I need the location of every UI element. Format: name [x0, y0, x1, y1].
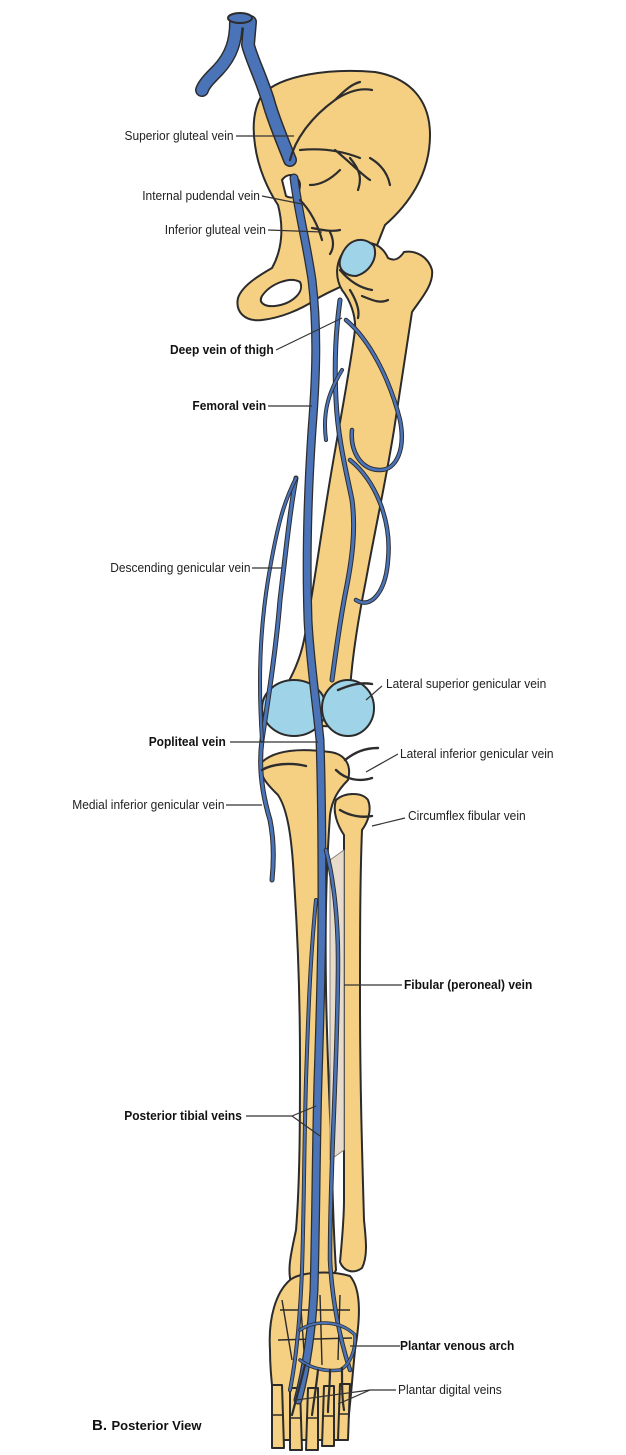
label-lateral-superior-genicular-vein: Lateral superior genicular vein — [386, 676, 546, 692]
label-lateral-inferior-genicular-vein: Lateral inferior genicular vein — [400, 746, 554, 762]
label-fibular-peroneal-vein: Fibular (peroneal) vein — [404, 977, 532, 993]
caption-letter: B. — [92, 1417, 107, 1434]
label-inferior-gluteal-vein: Inferior gluteal vein — [165, 222, 266, 238]
label-posterior-tibial-veins: Posterior tibial veins — [124, 1108, 242, 1124]
label-femoral-vein: Femoral vein — [192, 398, 266, 414]
label-circumflex-fibular-vein: Circumflex fibular vein — [408, 808, 526, 824]
label-internal-pudendal-vein: Internal pudendal vein — [142, 188, 260, 204]
label-plantar-venous-arch: Plantar venous arch — [400, 1338, 514, 1354]
label-descending-genicular-vein: Descending genicular vein — [110, 560, 250, 576]
toe-1 — [272, 1385, 284, 1448]
label-deep-vein-of-thigh: Deep vein of thigh — [170, 342, 274, 358]
label-popliteal-vein: Popliteal vein — [149, 734, 226, 750]
label-plantar-digital-veins: Plantar digital veins — [398, 1382, 502, 1398]
label-superior-gluteal-vein: Superior gluteal vein — [125, 128, 234, 144]
figure-caption: B. Posterior View — [92, 1417, 202, 1435]
label-medial-inferior-genicular-vein: Medial inferior genicular vein — [72, 797, 224, 813]
caption-text: Posterior View — [111, 1418, 201, 1433]
femur — [282, 242, 432, 726]
lateral-condyle-cartilage — [322, 680, 374, 736]
vessel-opening — [228, 13, 252, 23]
